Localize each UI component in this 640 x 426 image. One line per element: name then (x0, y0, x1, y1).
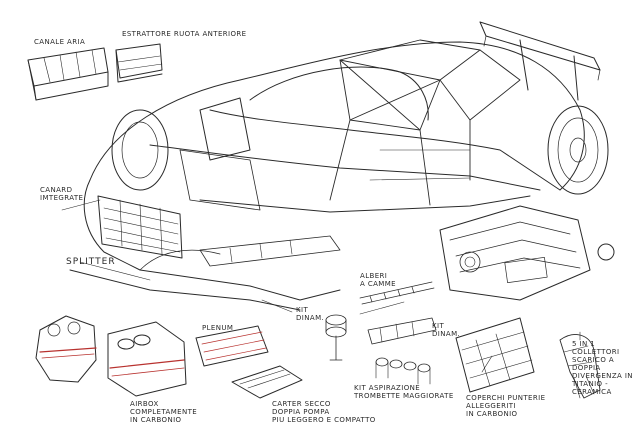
dynamic-kit-pistons (325, 314, 347, 361)
label-plenum: PLENUM (202, 324, 234, 332)
label-splitter: SPLITTER (66, 257, 116, 267)
camshafts-part (359, 281, 435, 305)
rear-wheel (547, 105, 609, 195)
carbon-airbox (107, 321, 187, 397)
label-canard: CANARD IMTEGRATE (40, 186, 84, 202)
drivetrain (199, 235, 341, 267)
dynamic-kit-crankshaft (367, 317, 437, 345)
label-scarico: 5 in 1 COLLETTORI SCARICO A DOPPIA DIVER… (572, 340, 633, 396)
front-grille (97, 97, 261, 259)
front-housing (35, 315, 97, 383)
leader-lines (61, 199, 581, 373)
label-airbox: AIRBOX COMPLETAMENTE IN CARBONIO (130, 400, 198, 424)
label-kit-aspirazione: KIT ASPIRAZIONE TROMBETTE MAGGIORATE (354, 384, 454, 400)
exhaust-headers (559, 334, 601, 399)
label-coperchi: COPERCHI PUNTERIE ALLEGGERITI IN CARBONI… (466, 394, 546, 418)
roll-cage (329, 39, 521, 206)
wheel-extractor-part (115, 43, 163, 83)
plenum-part (195, 325, 269, 367)
label-carter: CARTER SECCO DOPPIA POMPA PIU LEGGERO E … (272, 400, 376, 424)
rear-wing (479, 21, 601, 101)
dry-sump-carter (231, 365, 303, 399)
label-canale-aria: CANALE ARIA (34, 38, 86, 46)
intake-trumpets (375, 357, 431, 385)
label-alberi: ALBERI A CAMME (360, 272, 396, 288)
label-kit-dinam-1: KIT DINAM. (296, 306, 325, 322)
label-estrattore: ESTRATTORE RUOTA ANTERIORE (122, 30, 247, 38)
car-body-outline (83, 41, 585, 301)
air-duct-part (27, 47, 109, 101)
front-wheel (111, 109, 169, 191)
tappet-cover (455, 317, 535, 393)
front-splitter (69, 261, 301, 311)
label-kit-dinam-2: KIT DINAM. (432, 322, 461, 338)
engine-block (439, 205, 615, 301)
